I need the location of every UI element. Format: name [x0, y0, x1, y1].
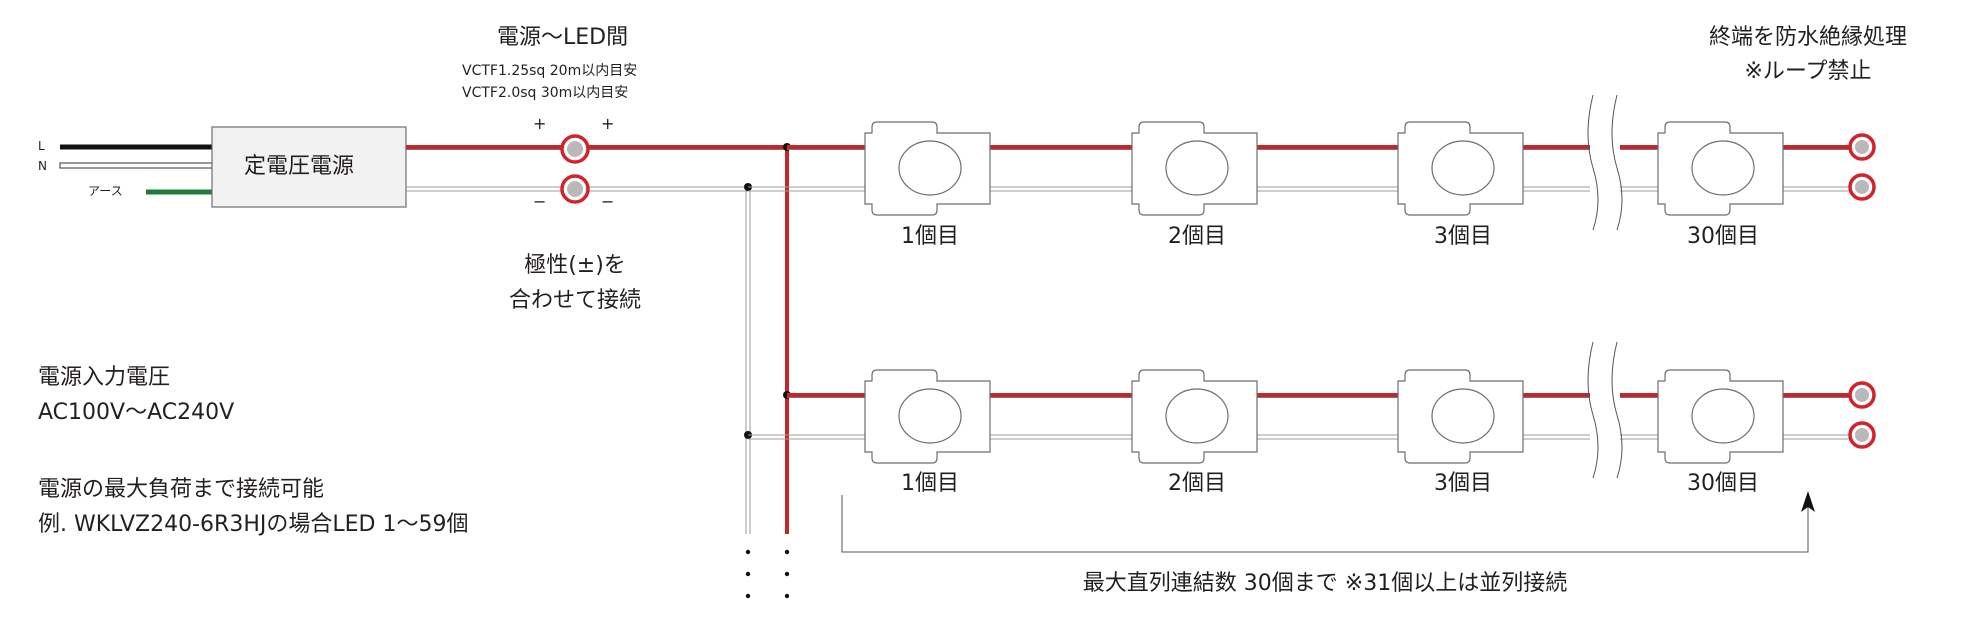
- led-module: [864, 121, 991, 216]
- minus-sign-right: −: [601, 192, 615, 211]
- psu-output-wires: [406, 145, 787, 192]
- led-count-label: 30個目: [1687, 471, 1759, 496]
- series-limit-bracket: [841, 491, 1815, 553]
- power-supply-label: 定電圧電源: [244, 154, 355, 179]
- plus-sign-right: +: [601, 114, 615, 133]
- led-count-label: 2個目: [1168, 471, 1226, 496]
- led-row-2: [748, 341, 1876, 479]
- capacity-note-1: 電源の最大負荷まで接続可能: [38, 477, 325, 502]
- led-module: [1657, 121, 1784, 216]
- end-note-2: ※ループ禁止: [1744, 59, 1872, 84]
- capacity-note-2: 例. WKLVZ240-6R3HJの場合LED 1〜59個: [38, 512, 469, 537]
- led-count-label: 3個目: [1434, 224, 1492, 249]
- polarity-note-1: 極性(±)を: [524, 253, 626, 278]
- polarity-note-2: 合わせて接続: [508, 288, 642, 313]
- cable-spec-1: VCTF1.25sq 20m以内目安: [462, 63, 638, 79]
- input-voltage-range: AC100V〜AC240V: [38, 400, 235, 425]
- neutral-wire: [59, 162, 213, 169]
- wire-label-live: L: [38, 139, 45, 153]
- led-module: [1131, 121, 1258, 216]
- wire-label-neutral: N: [38, 159, 47, 173]
- power-supply-box: [211, 126, 407, 208]
- led-count-label: 1個目: [901, 471, 959, 496]
- bus-wires: [744, 143, 791, 534]
- led-row-1: [748, 94, 1876, 231]
- cable-spec-2: VCTF2.0sq 30m以内目安: [462, 85, 629, 101]
- arrow-up-icon: [1801, 491, 1815, 512]
- wire-break-mark: [1587, 94, 1623, 231]
- minus-sign-left: −: [533, 192, 547, 211]
- plus-sign-left: +: [533, 114, 547, 133]
- led-module: [864, 369, 991, 464]
- led-module: [1397, 121, 1524, 216]
- continuation-dots: [745, 549, 790, 599]
- led-count-label: 3個目: [1434, 471, 1492, 496]
- wire-label-earth: アース: [88, 184, 123, 198]
- led-module: [1657, 369, 1784, 464]
- end-note-1: 終端を防水絶縁処理: [1708, 25, 1908, 50]
- polarity-terminals: [560, 134, 590, 204]
- led-count-label: 2個目: [1168, 224, 1226, 249]
- led-count-label: 1個目: [901, 224, 959, 249]
- led-count-label: 30個目: [1687, 224, 1759, 249]
- end-terminals: [1848, 381, 1876, 449]
- series-limit-note: 最大直列連結数 30個まで ※31個以上は並列接続: [1082, 571, 1568, 596]
- led-module: [1397, 369, 1524, 464]
- end-terminals: [1848, 133, 1876, 201]
- wire-break-mark: [1587, 341, 1623, 479]
- led-module: [1131, 369, 1258, 464]
- ac-input-wires: [59, 144, 213, 195]
- input-voltage-title: 電源入力電圧: [38, 365, 171, 390]
- cable-title: 電源〜LED間: [497, 25, 629, 50]
